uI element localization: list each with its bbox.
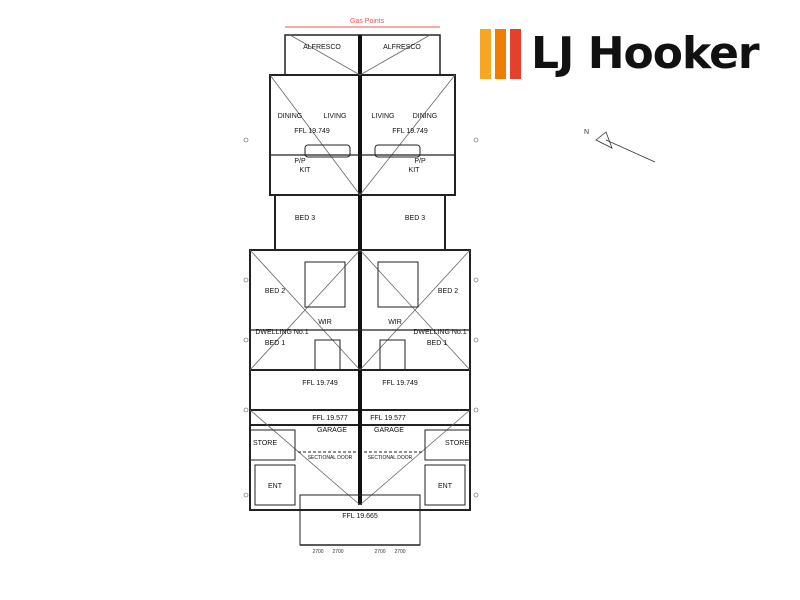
bed1-left-label: BED 1 [265,340,285,347]
dining-left-label: DINING [278,113,303,120]
bathroom-right [377,261,419,308]
bed2-left-label: BED 2 [265,288,285,295]
kit-right-label: KIT [409,167,421,174]
alfresco-left-label: ALFRESCO [303,44,341,51]
bed3-left-label: BED 3 [295,215,315,222]
store-right [424,429,471,461]
ffl-garage-right: FFL 19.577 [370,415,406,422]
bed2-right-label: BED 2 [438,288,458,295]
kitchen-island-left [304,144,351,158]
wir-left-label: WIR [318,319,332,326]
ffl-living-left: FFL 19.749 [294,128,330,135]
dwelling-left-label: DWELLING No.1 [255,329,308,336]
alfresco-right-label: ALFRESCO [383,44,421,51]
store-right-label: STORE [445,440,469,447]
entry-left [254,464,296,506]
ffl-garage-left: FFL 19.577 [312,415,348,422]
roof-line [359,409,471,506]
roof-line [359,74,456,196]
sectional-door-left-label: SECTIONAL DOOR [308,455,353,461]
brand-name: LJ Hooker [531,28,760,79]
ensuite-right [379,339,406,371]
logo-bar [480,29,491,79]
ent-left-label: ENT [268,483,283,490]
kit-left-label: KIT [300,167,312,174]
bed3-right-label: BED 3 [405,215,425,222]
logo-bar [495,29,506,79]
north-label: N [584,129,589,136]
ent-right-label: ENT [438,483,453,490]
grid-markers [243,137,479,498]
garage-right-label: GARAGE [374,427,404,434]
roof-line [249,249,361,371]
logo-bars-icon [480,29,521,79]
roof-line [249,409,361,506]
dining-right-label: DINING [413,113,438,120]
wir-right-label: WIR [388,319,402,326]
pp-left-label: P/P [294,158,306,165]
dim-2: 2700 [332,549,343,555]
entry-right [424,464,466,506]
bathroom-left [304,261,346,308]
ffl-mid-right: FFL 19.749 [382,380,418,387]
dwelling-right-label: DWELLING No.1 [413,329,466,336]
lj-hooker-logo: LJ Hooker [480,26,760,82]
ffl-mid-left: FFL 19.749 [302,380,338,387]
living-block-outline [269,74,456,196]
alfresco-outline [284,34,441,76]
roof-line [269,74,361,196]
store-left [249,429,296,461]
logo-bar [510,29,521,79]
store-left-label: STORE [253,440,277,447]
ffl-living-right: FFL 19.749 [392,128,428,135]
roof-line [289,34,361,76]
dim-1: 2700 [312,549,323,555]
living-left-label: LIVING [324,113,347,120]
sectional-door-right-label: SECTIONAL DOOR [368,455,413,461]
kitchen-island-right [374,144,421,158]
gas-points-label: Gas Points [350,18,385,25]
north-arrow-icon [595,131,656,163]
roof-line [359,34,431,76]
driveway-ffl: FFL 19.665 [342,513,378,520]
dim-4: 2700 [394,549,405,555]
living-right-label: LIVING [372,113,395,120]
ensuite-left [314,339,341,371]
pp-right-label: P/P [414,158,426,165]
bed1-right-label: BED 1 [427,340,447,347]
garage-left-label: GARAGE [317,427,347,434]
dim-3: 2700 [374,549,385,555]
